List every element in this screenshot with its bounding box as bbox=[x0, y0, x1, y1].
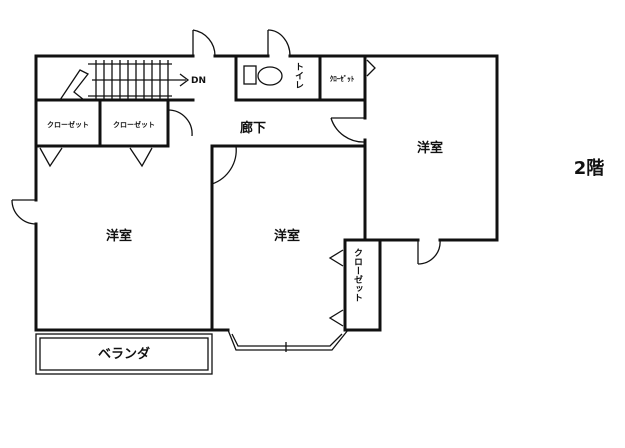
floor-label: 2階 bbox=[574, 158, 605, 179]
door-swings bbox=[11, 29, 441, 327]
door-toilet-arc bbox=[267, 29, 291, 57]
stairs bbox=[59, 60, 190, 101]
stairs-dn-label: DN bbox=[191, 76, 206, 86]
label-closet-top: ｸﾛｰｾﾞｯﾄ bbox=[330, 74, 355, 83]
label-bedroom-right: 洋室 bbox=[417, 140, 443, 156]
label-hallway: 廊下 bbox=[240, 120, 266, 136]
label-closet-left-b: クローゼット bbox=[113, 120, 155, 129]
toilet-fixture bbox=[243, 65, 283, 86]
door-center-arc bbox=[211, 145, 237, 185]
label-closet-left-a: クローゼット bbox=[47, 120, 89, 129]
label-toilet: トイレ bbox=[293, 62, 304, 89]
veranda bbox=[35, 333, 213, 375]
walls bbox=[34, 54, 499, 332]
label-bedroom-left: 洋室 bbox=[106, 228, 132, 244]
label-closet-right: クローゼット bbox=[352, 248, 363, 302]
door-top-left-arc bbox=[192, 29, 216, 57]
label-veranda: ベランダ bbox=[98, 346, 150, 362]
door-right-room-arc bbox=[330, 117, 366, 143]
bay-window bbox=[227, 329, 349, 352]
label-bedroom-center: 洋室 bbox=[274, 228, 300, 244]
door-bottom-right-arc bbox=[417, 239, 441, 265]
closet-right-walls bbox=[343, 238, 382, 332]
door-left-arc bbox=[11, 199, 37, 225]
